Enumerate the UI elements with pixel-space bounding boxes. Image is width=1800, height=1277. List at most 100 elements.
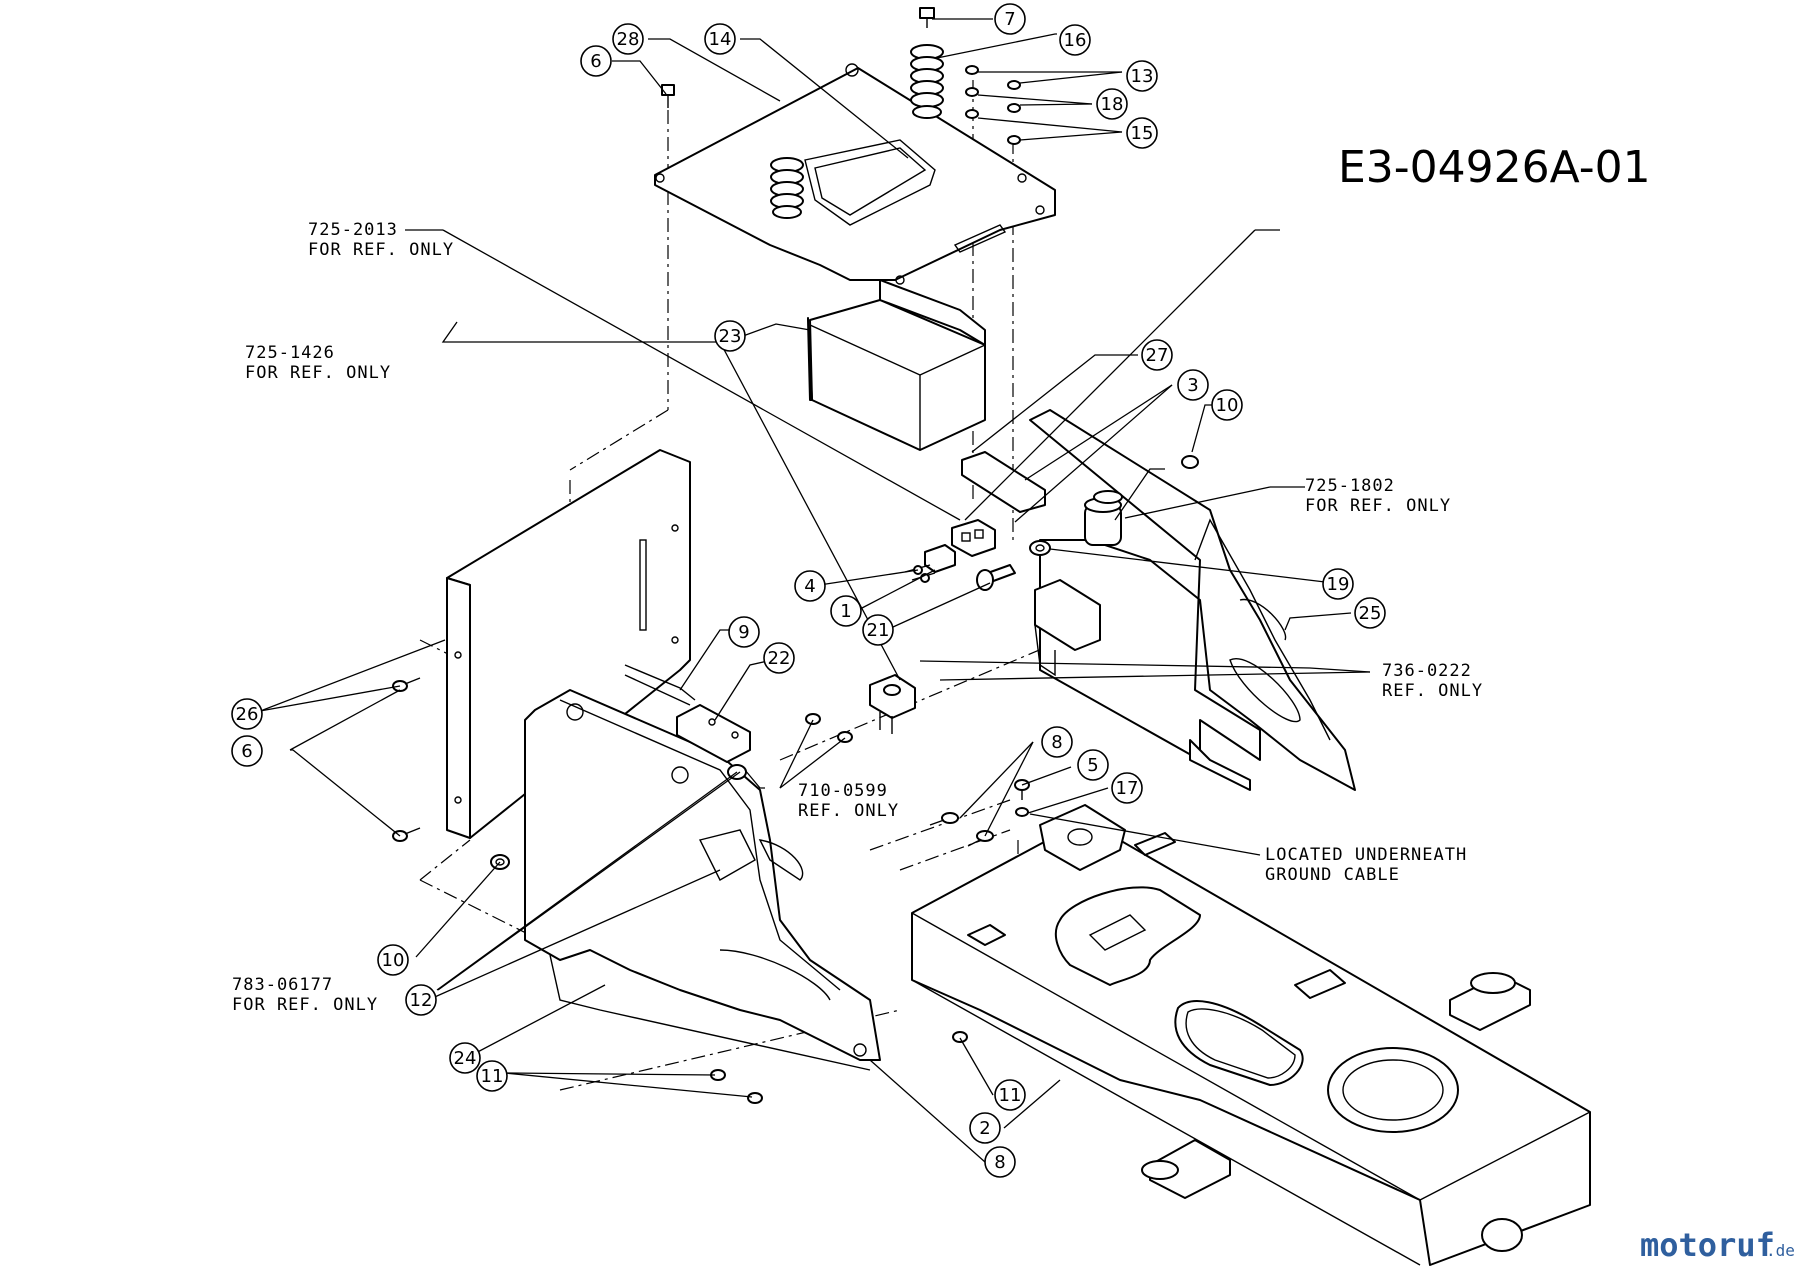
ref-note: FOR REF. ONLY (1305, 496, 1451, 516)
callout-circle (1059, 24, 1091, 56)
callout-number: 9 (738, 622, 749, 643)
ref-note: LOCATED UNDERNEATH (1265, 845, 1467, 865)
plunger-part-21 (976, 564, 1016, 591)
callout-circle (994, 1079, 1026, 1111)
callout-11: 11 (994, 1079, 1026, 1111)
chassis-part-2 (911, 804, 1591, 1266)
callout-number: 26 (236, 704, 259, 725)
callout-circle (1077, 749, 1109, 781)
callout-1: 1 (830, 595, 862, 627)
callout-number: 28 (617, 29, 640, 50)
watermark-brand: motoruf (1640, 1226, 1775, 1264)
callout-circle (476, 1060, 508, 1092)
callout-circle (1177, 369, 1209, 401)
callout-circle (231, 735, 263, 767)
rod-part-9 (624, 664, 696, 706)
ref-label-725-1426: 725-1426 FOR REF. ONLY (245, 343, 390, 383)
callout-number: 10 (1216, 395, 1239, 416)
callout-28: 28 (612, 23, 644, 55)
callout-circle (1111, 772, 1143, 804)
callout-number: 27 (1146, 345, 1169, 366)
callout-11: 11 (476, 1060, 508, 1092)
ref-label-ground-cable: LOCATED UNDERNEATH GROUND CABLE (1265, 845, 1467, 885)
bracket-part-22 (676, 704, 751, 763)
callout-6: 6 (580, 45, 612, 77)
callout-circle (1211, 389, 1243, 421)
ref-label-783-06177: 783-06177 FOR REF. ONLY (232, 975, 377, 1015)
ref-note: GROUND CABLE (1265, 865, 1400, 885)
screws-710-0599 (805, 713, 853, 743)
callout-27: 27 (1141, 339, 1173, 371)
callout-14: 14 (704, 23, 736, 55)
ref-part-number: 725-2013 (308, 220, 398, 240)
seat-plate-part-28 (654, 63, 1056, 285)
callout-number: 3 (1187, 375, 1198, 396)
switch-725-1426 (869, 674, 916, 734)
callout-number: 24 (454, 1048, 477, 1069)
callout-number: 22 (768, 648, 791, 669)
callout-number: 2 (979, 1118, 990, 1139)
callout-circle (704, 23, 736, 55)
callout-number: 6 (590, 51, 601, 72)
callout-number: 11 (481, 1066, 504, 1087)
ref-part-number: 725-1426 (245, 343, 335, 363)
leader-lines (249, 18, 1371, 1163)
callout-number: 13 (1131, 66, 1154, 87)
ref-note: REF. ONLY (798, 801, 899, 821)
drawing-id: E3-04926A-01 (1338, 142, 1651, 193)
callout-circle (728, 616, 760, 648)
callout-number: 12 (410, 990, 433, 1011)
ref-label-725-1802: 725-1802 FOR REF. ONLY (1124, 476, 1451, 519)
ref-note: FOR REF. ONLY (308, 240, 454, 260)
ref-part-number: 710-0599 (798, 781, 888, 801)
screws-part-8 (929, 812, 994, 847)
callout-number: 19 (1327, 574, 1350, 595)
callout-number: 8 (1051, 732, 1062, 753)
callout-25: 25 (1354, 597, 1386, 629)
watermark-logo: motoruf .de (1640, 1226, 1795, 1264)
callout-number: 7 (1004, 9, 1015, 30)
callout-number: 23 (719, 326, 742, 347)
ref-label-725-2013: 725-2013 FOR REF. ONLY (308, 220, 961, 521)
spring-lower (770, 157, 804, 219)
bolts-part-6 (392, 677, 421, 842)
nut-part-10-top (1181, 455, 1199, 469)
callout-number: 4 (804, 576, 815, 597)
panel-part-26 (446, 449, 691, 839)
callout-15: 15 (1126, 117, 1158, 149)
callout-circle (1126, 60, 1158, 92)
callout-circle (377, 944, 409, 976)
callout-21: 21 (862, 614, 894, 646)
callout-circle (794, 570, 826, 602)
callout-16: 16 (1059, 24, 1091, 56)
callout-circle (1354, 597, 1386, 629)
callout-circle (231, 698, 263, 730)
ref-label-736-0222: 736-0222 REF. ONLY (1382, 661, 1482, 701)
callout-circle (1041, 726, 1073, 758)
bolt-part-6-top (661, 84, 675, 108)
ref-part-number: 725-1802 (1305, 476, 1395, 496)
frame-part-24 (524, 689, 881, 1071)
callout-circle (714, 320, 746, 352)
callout-circle (580, 45, 612, 77)
callout-number: 10 (382, 950, 405, 971)
callout-26: 26 (231, 698, 263, 730)
callout-circle (1096, 88, 1128, 120)
callout-circle (862, 614, 894, 646)
washers-part-13-18-15 (965, 65, 1021, 145)
callout-number: 14 (709, 29, 732, 50)
callout-number: 1 (840, 601, 851, 622)
nuts-part-11 (710, 1031, 968, 1104)
bracket-part-23 (807, 279, 986, 451)
callout-8: 8 (984, 1146, 1016, 1178)
washer-part-17 (1015, 807, 1029, 817)
callout-circle (984, 1146, 1016, 1178)
callout-circle (449, 1042, 481, 1074)
callout-circle (763, 642, 795, 674)
callout-circle (1141, 339, 1173, 371)
callout-circle (994, 3, 1026, 35)
frame-part-25 (1029, 409, 1356, 791)
